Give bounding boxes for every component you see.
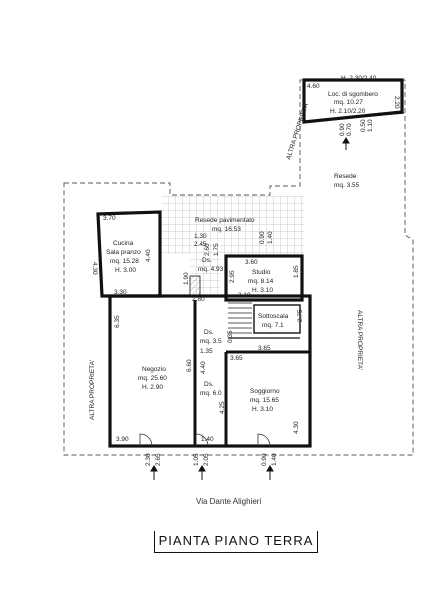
resede-name: Resede [334, 173, 357, 180]
neighbor-right: ALTRA PROPRIETA' [356, 310, 363, 370]
dim-b265: 2.65 [155, 453, 162, 466]
studio-name: Studio [252, 269, 271, 276]
stairs [228, 302, 252, 334]
cucina-name1: Cucina [113, 240, 134, 247]
dim-190: 1.90 [183, 272, 190, 285]
neighbor-top: ALTRA PROPRIETA' [285, 101, 310, 160]
dim-140b: 1.40 [201, 436, 214, 443]
sgombero-area: mq. 10.27 [334, 99, 363, 106]
room-sgombero [302, 78, 404, 124]
dim-130: 1.30 [194, 233, 207, 240]
room-sottoscala [253, 304, 301, 334]
dim-430b: 4.30 [293, 421, 300, 434]
street-label: Via Dante Alighieri [196, 497, 262, 506]
ds-top-area: mq. 4.93 [198, 266, 224, 273]
dim-b230: 2.30 [145, 453, 152, 466]
dim-635: 6.35 [114, 315, 121, 328]
main-block [108, 294, 312, 448]
paved-courtyard [162, 196, 304, 254]
cucina-height: H. 3.00 [115, 267, 136, 274]
dim-440a: 4.40 [145, 249, 152, 262]
property-boundary [63, 79, 414, 456]
dim-110: 1.10 [367, 119, 374, 132]
dim-295: 2.95 [229, 270, 236, 283]
drawing-title: PIANTA PIANO TERRA [158, 533, 314, 548]
soggiorno-name: Soggiorno [250, 388, 280, 395]
studio-height: H. 3.10 [252, 287, 273, 294]
dim-050: 0.50 [360, 119, 367, 132]
door-soggiorno [257, 433, 271, 447]
ds-mid-name: Ds. [204, 329, 214, 336]
sottoscala-name: Sottoscala [258, 313, 289, 320]
dim-090b: 0.90 [339, 123, 346, 136]
resede-pav-area: mq. 16.53 [212, 226, 241, 233]
entrance-arrows [150, 137, 350, 480]
dim-140a: 1.40 [267, 231, 274, 244]
dim-175: 1.75 [213, 243, 220, 256]
negozio-name: Negozio [142, 366, 166, 373]
dim-430: 4.30 [91, 262, 98, 275]
dim-b105: 1.05 [193, 453, 200, 466]
dim-460: 4.60 [307, 83, 320, 90]
dim-365b: 3.65 [230, 355, 243, 362]
ds-low-area: mq. 6.0 [200, 390, 222, 397]
ds-top-name: Ds. [202, 257, 212, 264]
cucina-area: mq. 15.28 [110, 258, 139, 265]
soggiorno-area: mq. 15.65 [250, 397, 279, 404]
dim-425: 4.25 [219, 401, 226, 414]
dim-330: 3.30 [114, 289, 127, 296]
dim-260: 2.60 [204, 243, 211, 256]
cucina-name2: Sala pranzo [106, 249, 141, 256]
drawing-title-box: PIANTA PIANO TERRA [154, 531, 318, 553]
dim-090a: 0.90 [259, 231, 266, 244]
dim-b090: 0.90 [261, 453, 268, 466]
dim-220: 2.20 [393, 96, 400, 109]
dim-370: 3.70 [103, 215, 116, 222]
dim-185: 1.85 [293, 265, 300, 278]
neighbor-left: ALTRA PROPRIETA' [89, 360, 96, 420]
dim-035: 0.35 [227, 330, 234, 343]
dim-365a: 3.65 [258, 345, 271, 352]
hatched-wall [189, 275, 201, 297]
negozio-height: H. 2.90 [142, 384, 163, 391]
studio-area: mq. 8.14 [248, 278, 274, 285]
dim-280: 2.80 [192, 296, 205, 303]
resede-area: mq. 3.55 [334, 182, 360, 189]
dim-310: 3.10 [238, 292, 251, 299]
dim-b205: 2.05 [203, 453, 210, 466]
dim-390: 3.90 [116, 436, 129, 443]
sgombero-name: Loc. di sgombero [328, 91, 378, 98]
dim-h230: H. 2.30/2.40 [341, 75, 377, 82]
dim-070: 0.70 [346, 123, 353, 136]
sottoscala-area: mq. 7.1 [262, 322, 284, 329]
dim-135: 1.35 [200, 348, 213, 355]
dim-h210: H. 2.10/2.20 [330, 108, 366, 115]
door-negozio [139, 433, 153, 447]
ds-mid-area: mq. 3.5 [200, 338, 222, 345]
dim-440b: 4.40 [200, 361, 207, 374]
sgombero-front [303, 112, 405, 123]
negozio-area: mq. 25.60 [138, 375, 167, 382]
soggiorno-height: H. 3.10 [252, 406, 273, 413]
ds-low-name: Ds. [204, 381, 214, 388]
dim-245: 2.45 [194, 241, 207, 248]
dim-360: 3.60 [245, 259, 258, 266]
dim-660: 6.60 [186, 359, 193, 372]
dim-275: 2.75 [297, 309, 304, 322]
dim-b140: 1.40 [271, 453, 278, 466]
door-entrance [195, 433, 209, 447]
resede-pav-name: Resede pavimentato [195, 217, 255, 224]
room-studio [224, 254, 304, 302]
